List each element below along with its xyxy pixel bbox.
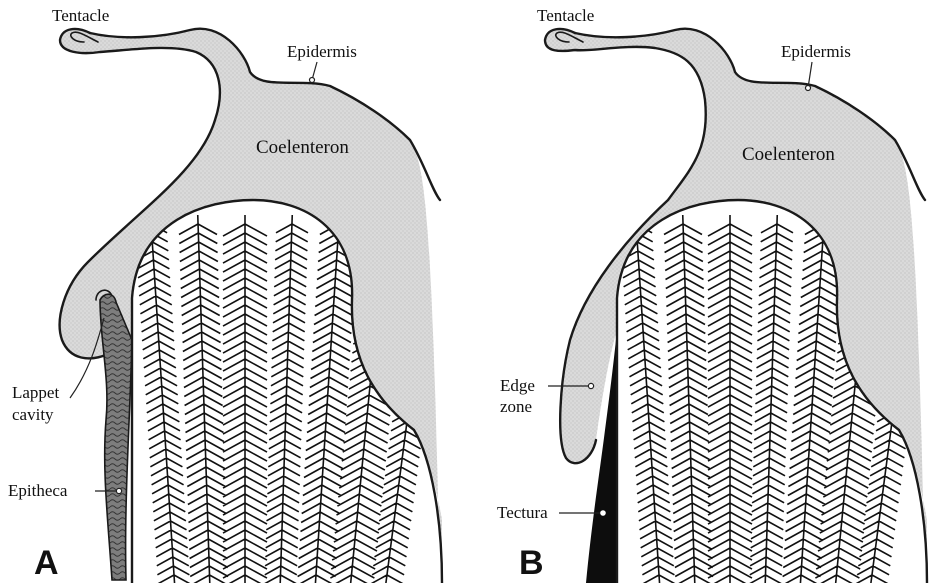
label-tentacle-b: Tentacle — [537, 6, 594, 25]
label-wall-b: Tectura — [497, 503, 548, 522]
label-epidermis-b: Epidermis — [781, 42, 851, 61]
panel-letter-b: B — [519, 544, 544, 582]
label-coelenteron-a: Coelenteron — [256, 137, 349, 158]
epitheca-wall-a — [100, 294, 132, 580]
label-coelenteron-b: Coelenteron — [742, 144, 835, 165]
label-lappet-line2-a: cavity — [12, 405, 54, 424]
label-edge-line2-b: zone — [500, 397, 532, 416]
label-epidermis-a: Epidermis — [287, 42, 357, 61]
leader-dot-wall-a — [116, 488, 121, 493]
leader-dot-wall-b — [600, 510, 606, 516]
label-lappet-line1-a: Lappet — [12, 383, 59, 402]
panel-letter-a: A — [34, 544, 59, 582]
label-edge-line1-b: Edge — [500, 376, 535, 395]
label-wall-a: Epitheca — [8, 481, 68, 500]
leader-dot-epidermis-a — [310, 78, 315, 83]
label-tentacle-a: Tentacle — [52, 6, 109, 25]
panel-a: Tentacle Epidermis Coelenteron Lappet ca… — [8, 6, 450, 583]
leader-dot-edge-b — [588, 383, 593, 388]
leader-dot-epidermis-b — [806, 86, 811, 91]
panel-b: Tentacle Epidermis Coelenteron Edge zone… — [497, 6, 935, 583]
